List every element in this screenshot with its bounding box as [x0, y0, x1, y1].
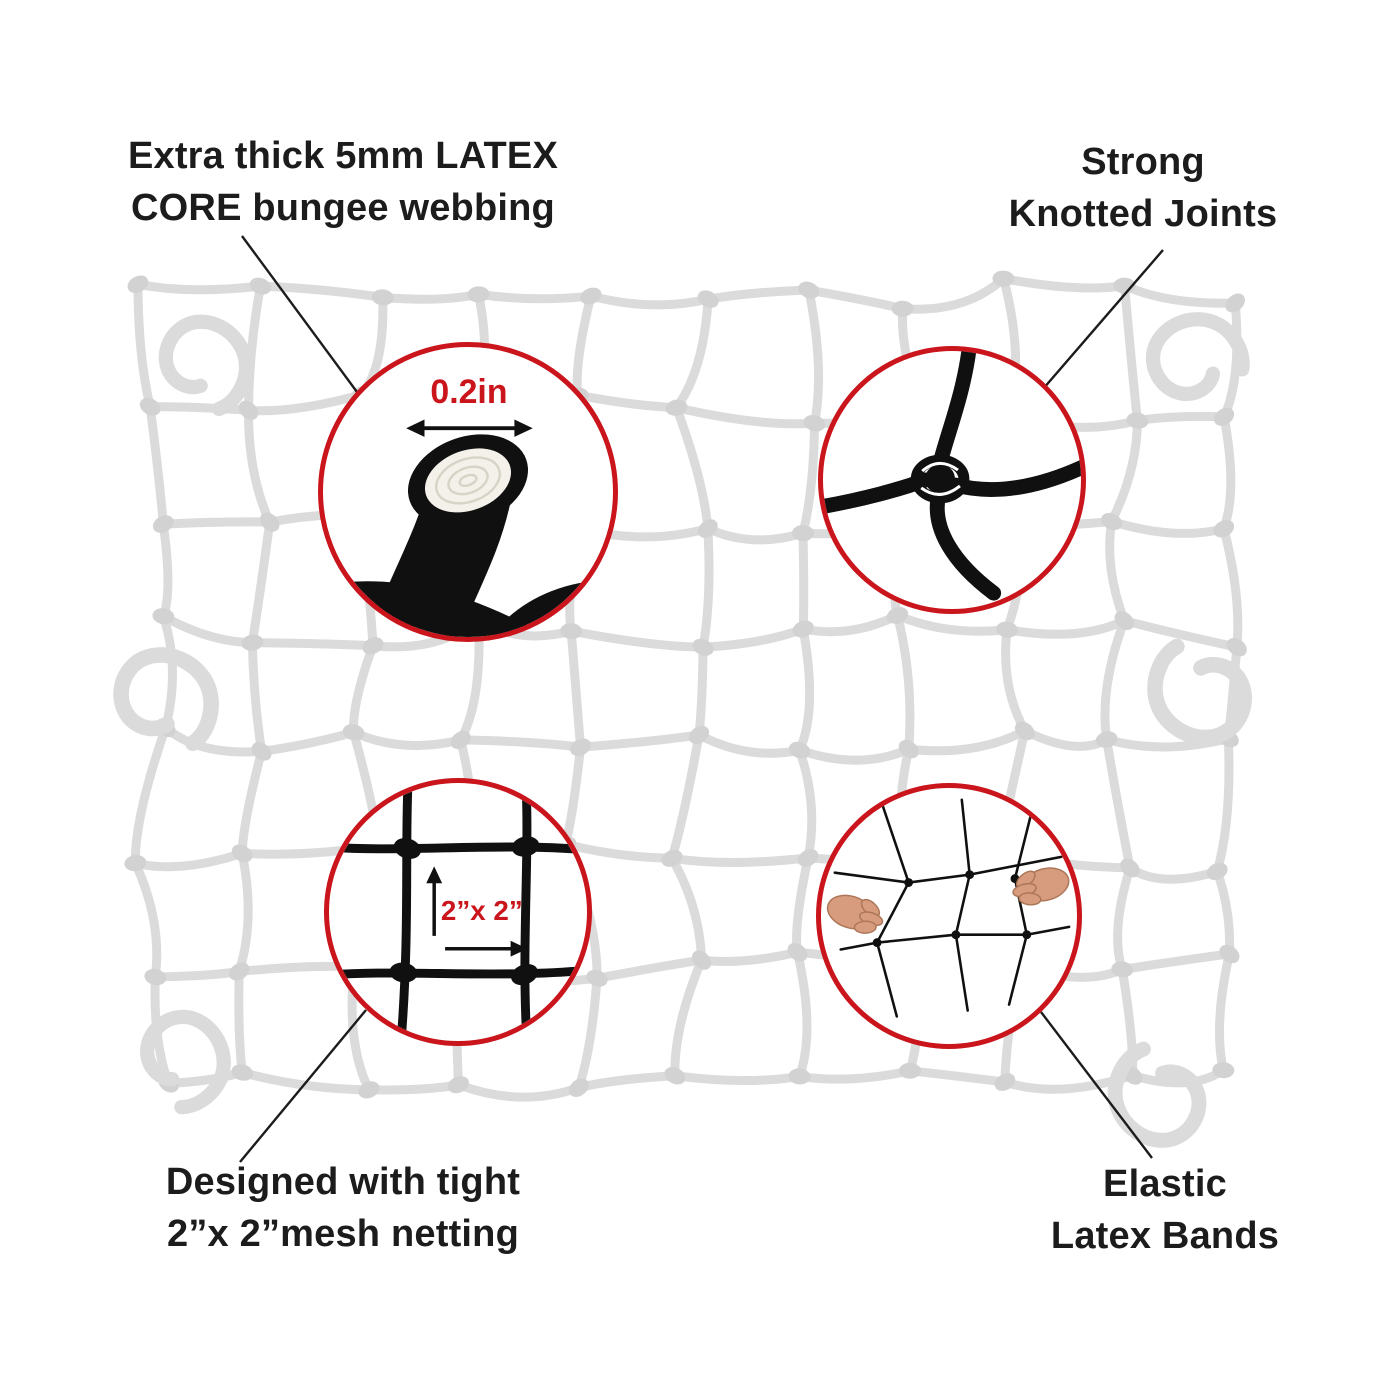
mesh-line-vertical: [396, 783, 413, 1041]
mesh-line-horizontal: [329, 842, 587, 855]
right-hand: [1012, 867, 1070, 906]
mesh-line-vertical: [520, 783, 532, 1041]
mesh-knot: [511, 963, 538, 986]
label-latex-bands: Elastic Latex Bands: [925, 1158, 1400, 1263]
knot-core: [925, 464, 955, 494]
label-line-1: Extra thick 5mm LATEX: [127, 135, 559, 177]
net-node: [951, 930, 961, 940]
label-line-2: 2”x 2”mesh netting: [166, 1213, 520, 1256]
leader-line-bottom-right: [1040, 1011, 1153, 1159]
label-knotted-joints: Strong Knotted Joints: [918, 136, 1368, 241]
left-hand: [826, 894, 884, 934]
mesh-knot: [393, 838, 421, 859]
mesh-line-horizontal: [329, 965, 587, 980]
label-bungee-webbing: Extra thick 5mm LATEX CORE bungee webbin…: [78, 130, 608, 235]
arrowhead-up: [426, 866, 443, 884]
net-node: [904, 878, 914, 887]
label-line-1: Elastic: [1103, 1163, 1227, 1205]
cord-top: [931, 351, 977, 475]
mesh-knot: [511, 836, 540, 857]
hands-stretching-net-icon: [826, 798, 1071, 1018]
label-line-1: Strong: [1081, 141, 1205, 183]
cord-cut-face: [407, 434, 529, 527]
diameter-value: 0.2in: [430, 373, 507, 411]
callout-knotted-joint: [818, 346, 1086, 614]
cord-left: [823, 472, 933, 514]
cord-bottom: [929, 485, 1002, 601]
mesh-grid-icon: 2”x 2”: [329, 783, 587, 1041]
cord-strand: [323, 581, 549, 637]
label-mesh-netting: Designed with tight 2”x 2”mesh netting: [78, 1156, 608, 1261]
mesh-size-value: 2”x 2”: [441, 895, 523, 926]
arrowhead-left: [406, 419, 425, 437]
leader-line-top-left: [241, 235, 358, 393]
callout-cord-cross-section: 0.2in: [318, 342, 618, 642]
knot-highlight: [920, 484, 961, 496]
label-line-2: Latex Bands: [1050, 1215, 1280, 1258]
label-line-2: CORE bungee webbing: [131, 187, 555, 230]
thin-net-line: [954, 798, 971, 1012]
callout-elastic-bands: [816, 783, 1082, 1049]
thin-net-line: [1007, 814, 1033, 1006]
thin-net-line: [833, 855, 1063, 884]
net-node: [965, 870, 975, 880]
knot-wrap: [910, 454, 970, 504]
cord-right: [947, 459, 1081, 497]
arrowhead-right: [514, 419, 533, 437]
net-node: [1022, 930, 1032, 940]
thin-net-line: [875, 802, 911, 1018]
cord-strand: [490, 579, 613, 637]
mesh-knot: [389, 962, 418, 983]
leader-line-bottom-left: [239, 1009, 367, 1163]
label-line-2: Knotted Joints: [1008, 193, 1278, 236]
knotted-joint-icon: [823, 351, 1081, 601]
label-line-1: Designed with tight: [165, 1161, 521, 1203]
callout-mesh-size: 2”x 2”: [324, 778, 592, 1046]
knot-highlight: [921, 461, 959, 473]
net-node: [872, 938, 882, 948]
arrowhead-right: [510, 940, 528, 957]
bungee-cord-cross-section-icon: 0.2in: [323, 373, 613, 637]
leader-line-top-right: [1042, 249, 1164, 390]
